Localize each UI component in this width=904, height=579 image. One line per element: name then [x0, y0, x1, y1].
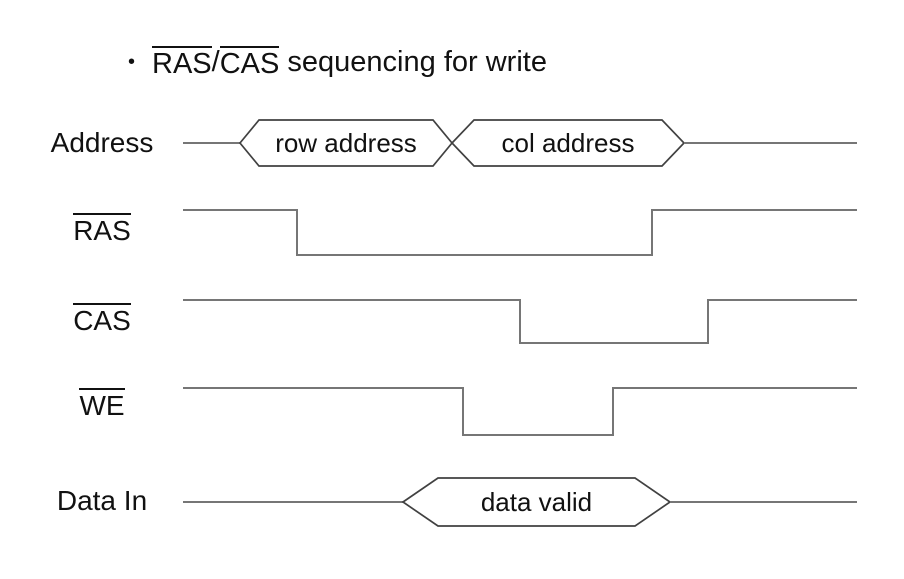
logic-waveform: [183, 299, 857, 344]
title-rest: sequencing for write: [279, 45, 547, 78]
bus-label: data valid: [481, 487, 592, 517]
bus-label: col address: [502, 128, 635, 158]
signal-label-data-in: Data In: [27, 487, 177, 515]
signal-label-ras-text: RAS: [73, 213, 131, 246]
bus-label: row address: [275, 128, 417, 158]
signal-label-cas-text: CAS: [73, 303, 131, 336]
title-cas-overlined: CAS: [219, 46, 280, 80]
signal-label-cas: CAS: [27, 303, 177, 336]
signal-label-address-text: Address: [50, 127, 154, 158]
bullet-icon: •: [128, 51, 136, 74]
signal-label-we: WE: [27, 388, 177, 421]
title-slash: /: [211, 45, 220, 78]
logic-waveform: [183, 387, 857, 436]
title-ras-overlined: RAS: [152, 46, 212, 80]
signal-label-ras: RAS: [27, 213, 177, 246]
signal-label-address: Address: [27, 129, 177, 157]
signal-label-data-in-text: Data In: [56, 485, 148, 516]
logic-waveform: [183, 209, 857, 256]
slide-title: • RAS / CAS sequencing for write: [128, 46, 547, 80]
signal-label-we-text: WE: [79, 388, 125, 421]
